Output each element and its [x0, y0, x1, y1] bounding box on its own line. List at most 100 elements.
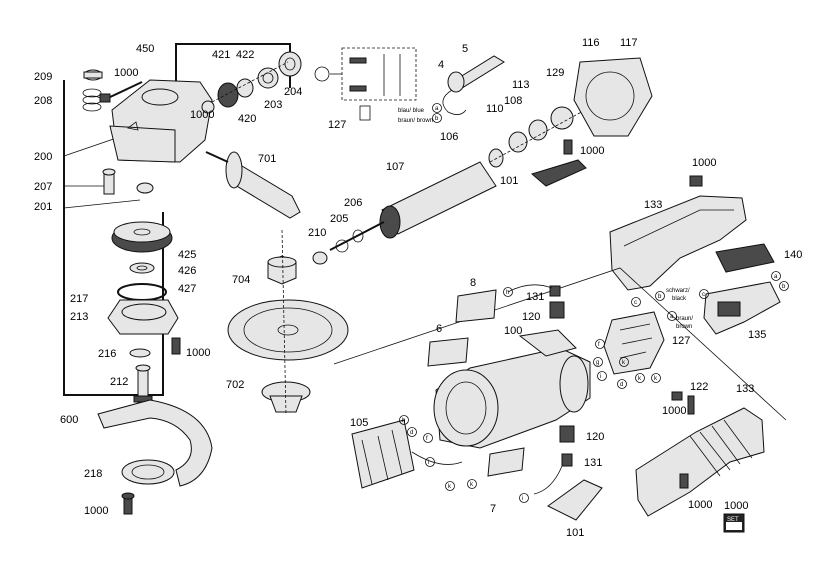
label-8: 8 [470, 277, 476, 289]
connection-markers: a b b a c b a c f g i d k k k h h d f [399, 103, 789, 503]
label-1000-d: 1000 [84, 505, 108, 517]
label-106: 106 [440, 131, 458, 143]
label-450: 450 [136, 43, 154, 55]
note-brown2: brown [676, 324, 692, 330]
label-127-mid: 127 [672, 335, 690, 347]
brush-131 [549, 285, 573, 467]
label-210: 210 [308, 227, 326, 239]
label-101-bot: 101 [566, 527, 584, 539]
marker-i1: i [600, 374, 601, 380]
marker-f1: f [598, 342, 600, 348]
wire-h [507, 284, 553, 293]
label-201: 201 [34, 201, 52, 213]
washer-216 [129, 348, 151, 358]
marker-h2: h [402, 418, 405, 424]
label-213: 213 [70, 311, 88, 323]
marker-a1: a [435, 106, 439, 112]
motor-housing-100 [433, 329, 591, 449]
label-110: 110 [486, 103, 504, 115]
rear-handle-133 [609, 175, 747, 291]
label-200: 200 [34, 151, 52, 163]
note-black: black [672, 296, 687, 302]
label-701: 701 [258, 153, 276, 165]
label-131-bot: 131 [584, 457, 602, 469]
clamp-218 [121, 459, 175, 485]
marker-i3: i [522, 496, 523, 502]
marker-d1: d [620, 382, 623, 388]
screw-1000-top [99, 81, 143, 103]
wire-notes: blau/ blue braun/ brown schwarz/ black b… [398, 108, 693, 330]
label-113: 113 [512, 79, 530, 91]
label-1000-e: 1000 [580, 145, 604, 157]
marker-b3: b [658, 294, 662, 300]
end-cover-116 [573, 57, 653, 137]
note-brown: braun/ brown [398, 118, 433, 124]
set-badge [723, 513, 745, 533]
ring-205 [335, 239, 349, 253]
marker-c1: c [702, 292, 705, 298]
bearing-110 [488, 148, 504, 168]
bearing-210 [312, 251, 328, 265]
ring-206 [352, 229, 364, 243]
marker-g1: g [596, 360, 599, 366]
label-133-top: 133 [644, 199, 662, 211]
power-cable [442, 55, 505, 115]
label-108: 108 [504, 95, 522, 107]
label-6: 6 [436, 323, 442, 335]
bearing-flange-213 [107, 299, 179, 335]
note-blue: blau/ blue [398, 108, 425, 114]
bushing-129 [550, 106, 574, 130]
screw-122 [671, 391, 695, 415]
marker-b1: b [435, 116, 439, 122]
label-116: 116 [582, 37, 600, 49]
washer-426 [129, 262, 155, 274]
marker-f2: f [426, 436, 428, 442]
label-1000-a: 1000 [114, 67, 138, 79]
marker-k2: k [622, 360, 626, 366]
cap-209 [83, 69, 103, 81]
capacitor-140 [715, 243, 775, 273]
pinion-421 [201, 51, 302, 114]
label-6 [427, 337, 469, 367]
label-131-top: 131 [526, 291, 544, 303]
label-205: 205 [330, 213, 348, 225]
orings-208 [82, 88, 102, 112]
wiring-schematic [314, 47, 417, 121]
wire-i [533, 465, 563, 495]
label-107: 107 [386, 161, 404, 173]
front-grip-133 [635, 407, 765, 517]
marker-c2: c [634, 300, 637, 306]
label-425: 425 [178, 249, 196, 261]
marker-k3: k [654, 376, 658, 382]
label-204: 204 [284, 86, 302, 98]
screw-1000-flange [171, 337, 181, 355]
label-212: 212 [110, 376, 128, 388]
label-7 [487, 447, 525, 477]
label-4: 4 [438, 59, 444, 71]
brush-holder-120 [549, 301, 575, 443]
label-8 [455, 289, 497, 323]
screw-1000-clamp [121, 492, 135, 515]
side-handle-701 [205, 151, 301, 219]
wheel-guard-600 [97, 399, 213, 487]
marker-a2: a [774, 274, 778, 280]
bushing-201 [136, 182, 154, 194]
label-1000-c: 1000 [186, 347, 210, 359]
label-1000-f: 1000 [692, 157, 716, 169]
electronics-module-127 [603, 311, 665, 375]
label-704: 704 [232, 274, 250, 286]
set-badge-number: 1000 [724, 500, 748, 512]
label-203: 203 [264, 99, 282, 111]
label-427: 427 [178, 283, 196, 295]
label-218: 218 [84, 468, 102, 480]
label-133-bot: 133 [736, 383, 754, 395]
label-140: 140 [784, 249, 802, 261]
label-1000-b: 1000 [190, 109, 214, 121]
label-208: 208 [34, 95, 52, 107]
marker-k1: k [638, 376, 642, 382]
bevel-gear [111, 221, 173, 253]
marker-i2: i [428, 460, 429, 466]
screw-1000-grip [679, 473, 689, 489]
switch-135 [703, 281, 781, 335]
label-122: 122 [690, 381, 708, 393]
